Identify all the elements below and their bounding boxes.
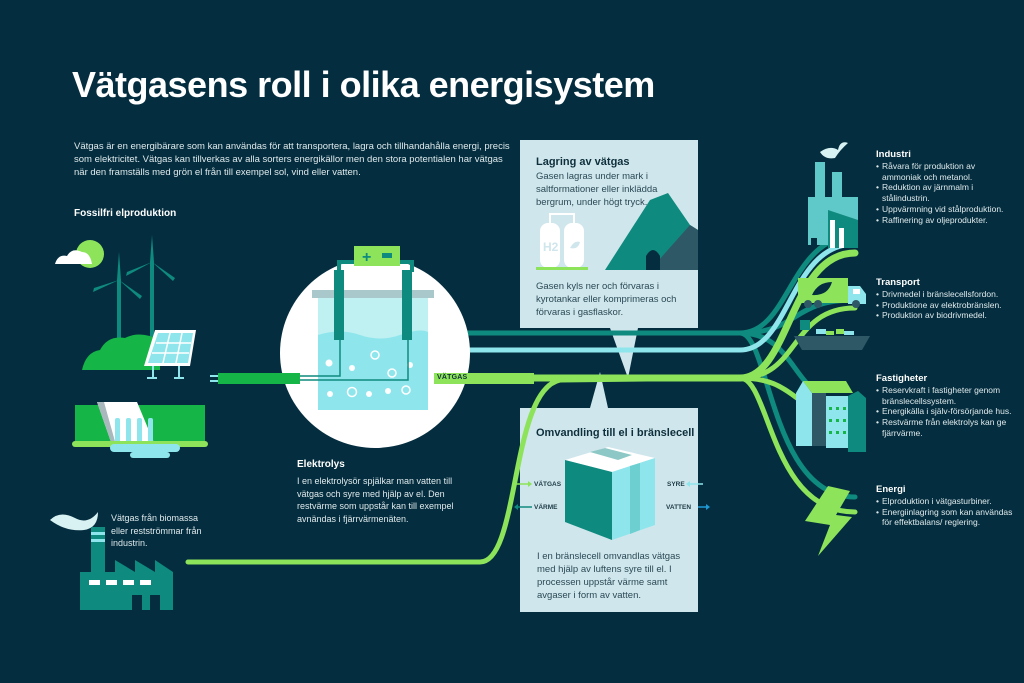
cargo-ship-icon [794,320,870,350]
category-item: Produktione av elektrobränslen. [876,300,1016,311]
category-item: Drivmedel i bränslecellsfordon. [876,289,1016,300]
storage-title: Lagring av vätgas [536,156,630,168]
category-item: Raffinering av oljeprodukter. [876,215,1016,226]
fossil-free-title: Fossilfri elproduktion [74,208,177,219]
fuelcell-out-varme: VÄRME [534,504,558,511]
flow-syrgas [431,241,858,353]
power-plug-icon [218,373,300,384]
h2-label: H2 [543,240,559,254]
category-item: Energiinlagring som kan användas för eff… [876,507,1016,528]
category-title: Industri [876,149,911,160]
biomass-text: Vätgas från biomassa eller restströmmar … [111,513,202,548]
flow-label-varme: VÄRME [437,321,464,328]
fuelcell-in-syre: SYRE [667,481,685,488]
lightning-icon [805,486,852,556]
category-item: Uppvärmning vid stålproduktion. [876,204,1016,215]
storage-text-underground: Gasen lagras under mark i saltformatione… [536,171,658,208]
storage-text-tanks: Gasen kyls ner och förvaras i kyrotankar… [536,281,677,318]
storage-panel: Lagring av vätgas Gasen lagras under mar… [536,156,686,209]
biomass-factory-icon [50,512,173,610]
page-title: Vätgasens roll i olika energisystem [72,64,655,105]
electrolyser-icon: + [300,246,434,410]
fuel-cell-arrows [514,481,710,510]
category-transport: Transport Drivmedel i bränslecellsfordon… [876,277,1016,321]
category-title: Transport [876,277,920,288]
category-item: Energikälla i själv-försörjande hus. [876,406,1016,417]
category-item: Produktion av biodrivmedel. [876,310,1016,321]
category-item: Restvärme från elektrolys kan ge fjärrvä… [876,417,1016,438]
electrolysis-title: Elektrolys [297,459,345,470]
sun-cloud-icon [55,240,104,268]
buildings-icon [796,381,866,452]
category-title: Energi [876,484,906,495]
fuelcell-panel: Omvandling till el i bränslecell [536,427,696,439]
category-title: Fastigheter [876,373,928,384]
fuelcell-text-box: I en bränslecell omvandlas vätgas med hj… [537,550,687,602]
hydro-dam-icon [72,402,208,458]
industry-factory-icon [808,142,858,248]
fuelcell-text: I en bränslecell omvandlas vätgas med hj… [537,551,681,601]
category-item: Råvara för produktion av ammoniak och me… [876,161,1016,182]
flow-label-vatgas: VÄTGAS [437,374,468,381]
category-item: Reduktion av järnmalm i stålindustrin. [876,182,1016,203]
mountain-icon [605,193,698,270]
storage-panel-lower: Gasen kyls ner och förvaras i kyrotankar… [536,280,686,319]
category-item: Reservkraft i fastigheter genom bränslec… [876,385,1016,406]
category-item: Elproduktion i vätgasturbiner. [876,496,1016,507]
h2-tank-icon [536,213,588,270]
intro-text: Vätgas är en energibärare som kan använd… [74,141,510,178]
category-fastigheter: Fastigheter Reservkraft i fastigheter ge… [876,373,1016,439]
solar-panel-icon [144,330,196,379]
category-energi: Energi Elproduktion i vätgasturbiner. En… [876,484,1016,528]
fuel-cell-icon [565,447,655,540]
green-hill-icon [82,334,160,370]
svg-text:+: + [362,249,371,266]
fuelcell-title: Omvandling till el i bränslecell [536,427,695,439]
fuelcell-in-vatgas: VÄTGAS [534,481,562,488]
fuelcell-out-vatten: VATTEN [666,504,692,511]
truck-icon [798,278,866,308]
flow-biomass [185,375,743,565]
electrolysis-text: I en elektrolysör spjälkar man vatten ti… [297,476,454,524]
category-industri: Industri Råvara för produktion av ammoni… [876,149,1016,225]
wind-turbine-icon [93,235,175,350]
flow-label-syrgas: SYRGAS [437,340,468,347]
